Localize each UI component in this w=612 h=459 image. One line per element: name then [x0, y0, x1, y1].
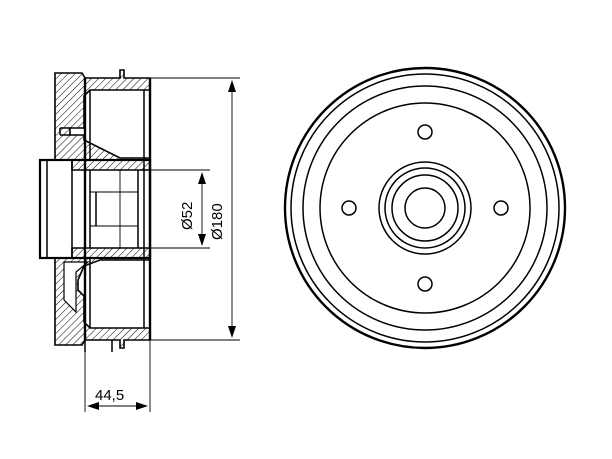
outer-diameter-label: Ø180 [209, 203, 226, 240]
drum-face-circle [319, 102, 531, 314]
bolt-hole-bottom [417, 276, 433, 292]
drum-rim-circle [290, 73, 560, 343]
section-view [38, 69, 152, 352]
bolt-hole-top [417, 124, 433, 140]
hub-outline [38, 158, 152, 260]
center-bore [404, 187, 446, 229]
drum-outer-circle [283, 66, 567, 350]
dimension-width: 44,5 [84, 340, 151, 412]
section-hatch-upper [54, 69, 151, 171]
front-view [283, 66, 567, 350]
bolt-hole-right [493, 200, 509, 216]
hub-inner-ring [391, 174, 459, 242]
bolt-hole-left [341, 200, 357, 216]
dimension-hub-diameter: Ø52 [150, 169, 210, 249]
hub-outer-ring [378, 161, 472, 255]
hub-diameter-label: Ø52 [179, 202, 196, 230]
drum-inner-circle [302, 85, 548, 331]
hub-middle-ring [384, 167, 466, 249]
width-label: 44,5 [95, 387, 124, 404]
dimension-outer-diameter: Ø180 [150, 77, 240, 341]
